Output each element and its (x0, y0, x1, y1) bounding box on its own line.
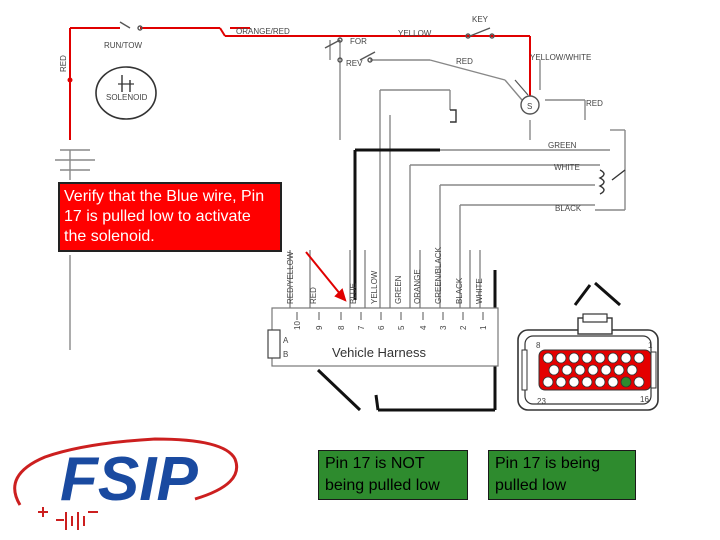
side-pin-a: A (283, 336, 289, 345)
connector-pin (607, 352, 619, 364)
connector-pin (574, 364, 586, 376)
label-orange-red: ORANGE/RED (236, 27, 290, 36)
connector-pin (620, 352, 632, 364)
pin-number: 5 (397, 325, 406, 330)
pin-number-labels: 10 9 8 7 6 5 4 3 2 1 (293, 312, 488, 330)
connector-pin (581, 376, 593, 388)
fsip-logo: FSIP (13, 437, 238, 530)
connector-pin (561, 364, 573, 376)
connector-pin (587, 364, 599, 376)
connector-label-23: 23 (537, 397, 546, 406)
wire-label: WHITE (475, 278, 484, 304)
connector-pin (568, 352, 580, 364)
pin-number: 7 (357, 325, 366, 330)
logo-text: FSIP (60, 445, 198, 514)
pin-number: 2 (459, 325, 468, 330)
connector-pin (594, 376, 606, 388)
wire-color-labels: RED/YELLOW RED BLUE YELLOW GREEN ORANGE GREEN/… (286, 246, 484, 304)
wire-label: GREEN (394, 275, 403, 304)
connector-pin (542, 376, 554, 388)
connector-pin (600, 364, 612, 376)
pin-number: 4 (419, 325, 428, 330)
svg-text:S: S (527, 102, 532, 111)
solenoid-symbol (95, 66, 157, 120)
side-pin-b: B (283, 350, 288, 359)
connector-corner-labels: 8 1 23 16 (536, 341, 653, 406)
connector-pin (626, 364, 638, 376)
side-pin-labels: A B (283, 336, 289, 359)
wire-label: RED (309, 287, 318, 304)
connector-pin (633, 376, 645, 388)
label-run-tow: RUN/TOW (104, 41, 143, 50)
label-white: WHITE (554, 163, 580, 172)
label-red-side: RED (59, 55, 68, 72)
control-wires (55, 40, 626, 350)
status-box-pulled: Pin 17 is being pulled low (488, 450, 636, 500)
label-green: GREEN (548, 141, 577, 150)
pin-number: 8 (337, 325, 346, 330)
label-yellow: YELLOW (398, 29, 432, 38)
label-red-mid: RED (456, 57, 473, 66)
connector-label-8: 8 (536, 341, 541, 350)
connector-pin (568, 376, 580, 388)
pin-number: 9 (315, 325, 324, 330)
fwd-rev-switch (324, 37, 376, 63)
label-rev: REV (346, 59, 363, 68)
key-switch (119, 21, 495, 39)
wire-label: RED/YELLOW (286, 251, 295, 304)
connector-pin (607, 376, 619, 388)
pin-number: 10 (293, 321, 302, 330)
connector-pin (548, 364, 560, 376)
limit-switch (450, 109, 457, 123)
wire-label: YELLOW (370, 270, 379, 304)
connector-pin-active (620, 376, 632, 388)
connector-pin (555, 352, 567, 364)
connector-pin (633, 352, 645, 364)
connector-pin-grid (542, 352, 645, 388)
connector-label-16: 16 (640, 395, 649, 404)
connector-pin (613, 364, 625, 376)
wire-label: BLACK (455, 277, 464, 304)
wire-label: GREEN/BLACK (434, 246, 443, 304)
label-fwd: FOR (350, 37, 367, 46)
label-black: BLACK (555, 204, 582, 213)
schematic-labels: ORANGE/RED YELLOW KEY RUN/TOW RED SOLENO… (59, 15, 603, 213)
pin-number: 3 (439, 325, 448, 330)
status-box-not-pulled: Pin 17 is NOT being pulled low (318, 450, 468, 500)
label-key: KEY (472, 15, 489, 24)
battery-icon (38, 507, 98, 530)
red-power-wire (69, 27, 531, 140)
harness-connector-block (267, 307, 499, 367)
label-red-right: RED (586, 99, 603, 108)
label-yellow-white: YELLOW/WHITE (530, 53, 591, 62)
connector-pin (594, 352, 606, 364)
wire-label: BLUE (349, 283, 358, 304)
connector-label-1: 1 (648, 341, 653, 350)
label-solenoid: SOLENOID (106, 93, 148, 102)
ignition-switch: S (514, 79, 540, 115)
wire-label: ORANGE (413, 269, 422, 304)
callout-arrow (305, 251, 347, 302)
vehicle-harness-label: Vehicle Harness (332, 345, 426, 360)
instruction-callout: Verify that the Blue wire, Pin 17 is pul… (58, 182, 282, 252)
pin-number: 6 (377, 325, 386, 330)
connector-pin (581, 352, 593, 364)
pin-number: 1 (479, 325, 488, 330)
connector-pin (555, 376, 567, 388)
coil-symbol (598, 169, 626, 195)
connector-pin (542, 352, 554, 364)
